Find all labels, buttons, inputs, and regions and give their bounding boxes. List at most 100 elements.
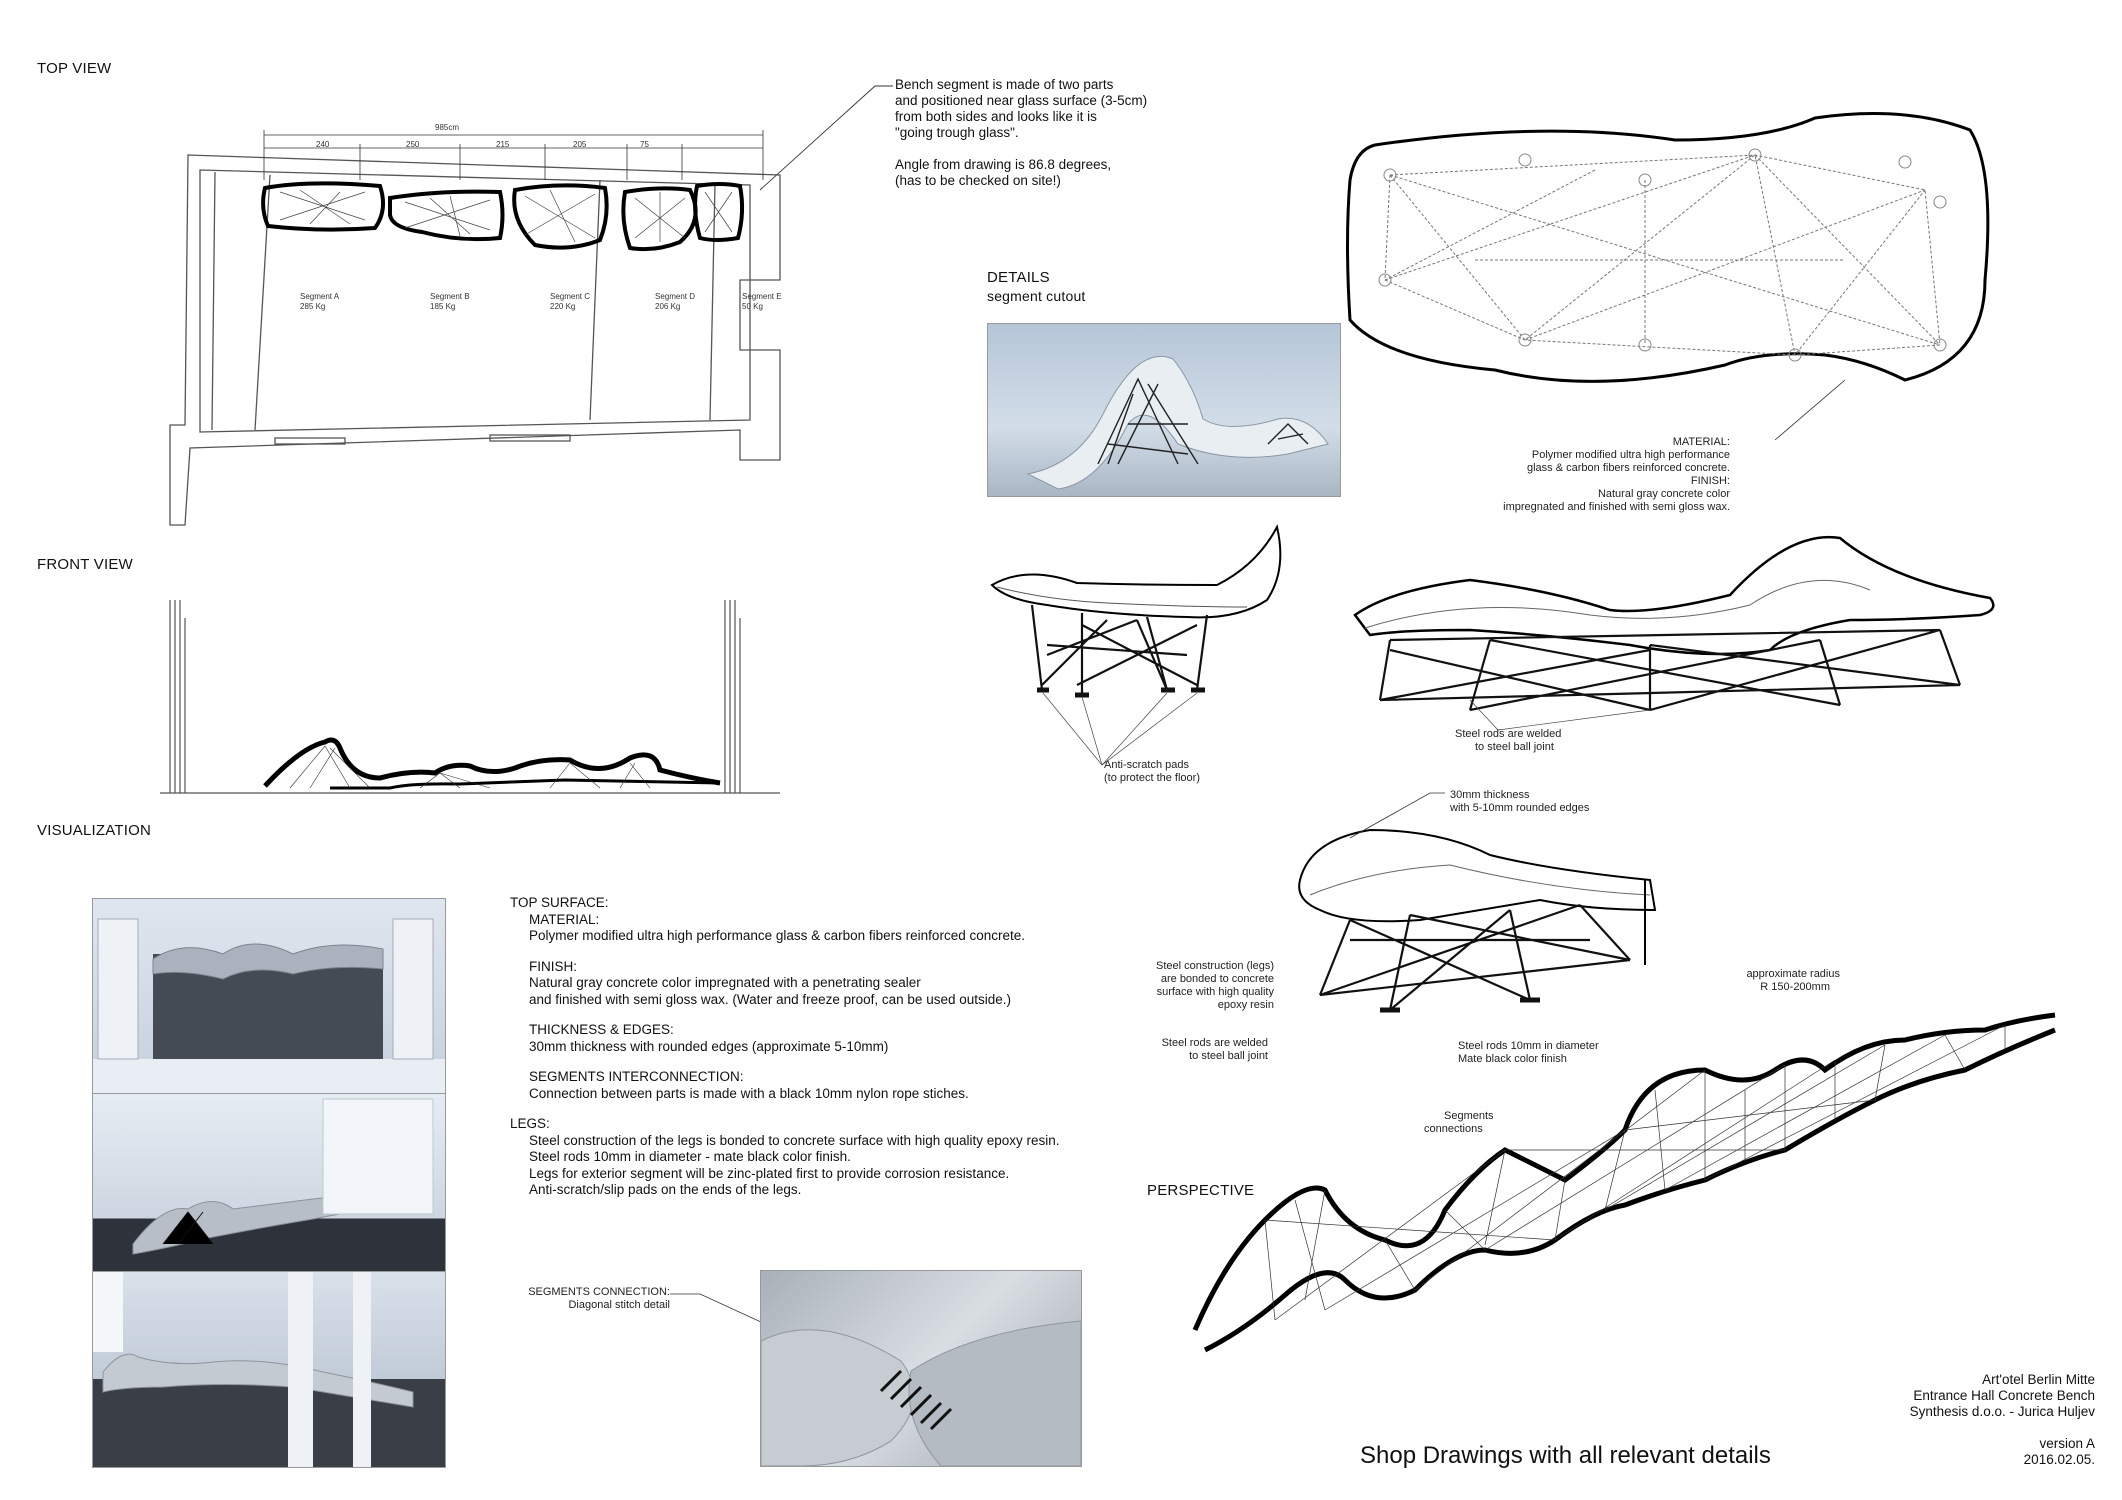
drawing-caption: Shop Drawings with all relevant details	[1360, 1442, 1771, 1469]
steel-welded-note-top: Steel rods are welded to steel ball join…	[1455, 728, 1561, 754]
steel-welded-note-left: Steel rods are welded to steel ball join…	[1150, 1037, 1268, 1063]
callout-line: Diagonal stitch detail	[568, 1299, 670, 1311]
spec-finish-1: Natural gray concrete color impregnated …	[529, 975, 921, 990]
callout-line: Anti-scratch pads	[1104, 759, 1189, 771]
version: version A	[2039, 1436, 2095, 1451]
segment-name: Segment E	[742, 292, 782, 301]
callout-line: Segments	[1444, 1110, 1494, 1122]
perspective-drawing	[1192, 1012, 2056, 1353]
spec-material: Polymer modified ultra high performance …	[529, 928, 1025, 943]
segments-connection-note: SEGMENTS CONNECTION: Diagonal stitch det…	[520, 1286, 670, 1312]
callout-line: to steel ball joint	[1189, 1050, 1268, 1062]
item-name: Entrance Hall Concrete Bench	[1913, 1388, 2095, 1403]
segment-name: Segment B	[430, 292, 470, 301]
callout-line: Natural gray concrete color	[1597, 488, 1730, 500]
top-view-note: Bench segment is made of two parts and p…	[895, 77, 1147, 189]
callout-line: are bonded to concrete	[1160, 973, 1274, 985]
finish-title: FINISH:	[1690, 475, 1730, 487]
callout-line: Steel construction (legs)	[1156, 960, 1274, 972]
steel-construction-note: Steel construction (legs) are bonded to …	[1150, 960, 1274, 1012]
spec-finish-heading: FINISH:	[529, 958, 578, 974]
stitch-detail-render	[760, 1270, 1082, 1467]
spec-thickness: 30mm thickness with rounded edges (appro…	[529, 1038, 889, 1054]
note-line: from both sides and looks like it is	[895, 109, 1097, 124]
dimension-2: 250	[406, 140, 420, 149]
dimension-5: 75	[640, 140, 649, 149]
top-view-plan	[169, 130, 781, 526]
visualization-render-3	[92, 1271, 446, 1468]
spec-interconnect-heading: SEGMENTS INTERCONNECTION:	[529, 1069, 744, 1084]
detail-perspective-drawing	[1298, 828, 1657, 1013]
steel-diameter-note: Steel rods 10mm in diameter Mate black c…	[1458, 1040, 1599, 1066]
callout-line: Steel rods are welded	[1161, 1037, 1268, 1049]
project-name: Art'otel Berlin Mitte	[1982, 1372, 2095, 1387]
callout-line: Steel rods 10mm in diameter	[1458, 1040, 1599, 1052]
spec-thickness-heading: THICKNESS & EDGES:	[529, 1022, 674, 1037]
title-block: Art'otel Berlin Mitte Entrance Hall Conc…	[1760, 1372, 2095, 1468]
callout-line: R 150-200mm	[1760, 981, 1830, 993]
details-subtitle: segment cutout	[987, 288, 1086, 304]
specification-text: TOP SURFACE: MATERIAL: Polymer modified …	[510, 895, 1130, 1199]
callout-line: glass & carbon fibers reinforced concret…	[1527, 462, 1730, 474]
angle-line: Angle from drawing is 86.8 degrees,	[895, 157, 1112, 172]
callout-line: epoxy resin	[1217, 999, 1274, 1011]
dimension-1: 240	[316, 140, 330, 149]
segment-weight: 206 Kg	[655, 302, 681, 311]
spec-finish-2: and finished with semi gloss wax. (Water…	[529, 991, 1011, 1007]
material-callout: MATERIAL: Polymer modified ultra high pe…	[1455, 436, 1730, 514]
callout-line: Polymer modified ultra high performance	[1531, 449, 1730, 461]
callout-line: 30mm thickness	[1450, 789, 1530, 801]
segment-connections-note: Segments connections	[1424, 1110, 1494, 1136]
callout-line: surface with high quality	[1156, 986, 1274, 998]
callout-line: Mate black color finish	[1458, 1053, 1567, 1065]
callout-line: impregnated and finished with semi gloss…	[1503, 501, 1730, 513]
total-dimension: 985cm	[435, 123, 460, 132]
segment-weight: 285 Kg	[300, 302, 326, 311]
callout-line: with 5-10mm rounded edges	[1450, 802, 1590, 814]
spec-legs-heading: LEGS:	[510, 1116, 550, 1131]
radius-note: approximate radius R 150-200mm	[1700, 968, 1840, 994]
thickness-leader	[1349, 792, 1445, 839]
visualization-label: VISUALIZATION	[37, 822, 152, 839]
note-line: and positioned near glass surface (3-5cm…	[895, 93, 1148, 108]
thickness-note: 30mm thickness with 5-10mm rounded edges	[1450, 789, 1589, 815]
callout-line: (to protect the floor)	[1104, 772, 1200, 784]
note-line: "going trough glass".	[895, 125, 1019, 140]
top-view-label: TOP VIEW	[37, 60, 112, 77]
spec-top-surface: TOP SURFACE:	[510, 895, 609, 910]
segment-weight: 50 Kg	[742, 302, 763, 311]
material-title: MATERIAL:	[1672, 436, 1730, 448]
top-view-leader	[759, 85, 893, 191]
segment-name: Segment C	[550, 292, 591, 301]
segment-weight: 220 Kg	[550, 302, 576, 311]
spec-legs-3: Legs for exterior segment will be zinc-p…	[529, 1165, 1010, 1181]
visualization-render-2	[92, 1093, 446, 1273]
segment-cutout-render	[987, 323, 1341, 497]
spec-material-heading: MATERIAL:	[529, 911, 600, 927]
callout-line: SEGMENTS CONNECTION:	[528, 1286, 670, 1298]
note-line: Bench segment is made of two parts	[895, 77, 1114, 92]
dimension-3: 215	[496, 140, 510, 149]
segment-weight: 185 Kg	[430, 302, 456, 311]
spec-interconnect: Connection between parts is made with a …	[529, 1085, 969, 1101]
details-label: DETAILS segment cutout	[987, 269, 1086, 305]
bench-plan-drawing	[1346, 112, 1990, 441]
angle-line: (has to be checked on site!)	[895, 173, 1061, 188]
callout-line: to steel ball joint	[1475, 741, 1554, 753]
spec-legs-2: Steel rods 10mm in diameter - mate black…	[529, 1149, 851, 1164]
spec-legs-4: Anti-scratch/slip pads on the ends of th…	[529, 1182, 802, 1197]
detail-side-drawing	[990, 524, 1282, 766]
bench-elevation-drawing	[1353, 535, 1995, 731]
company-name: Synthesis d.o.o. - Jurica Huljev	[1909, 1404, 2095, 1419]
front-view-label: FRONT VIEW	[37, 556, 133, 573]
segment-name: Segment A	[300, 292, 340, 301]
callout-line: connections	[1424, 1123, 1483, 1135]
callout-line: Steel rods are welded	[1455, 728, 1562, 740]
front-view-elevation	[160, 600, 780, 794]
date: 2016.02.05.	[2023, 1452, 2095, 1467]
